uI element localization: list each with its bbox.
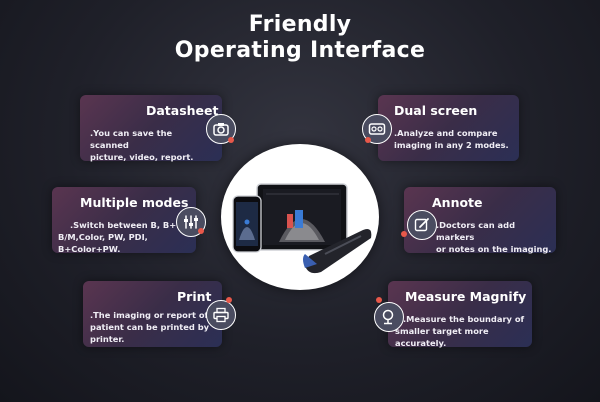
card-dual-screen-desc: .Analyze and compare imaging in any 2 mo… — [394, 127, 514, 151]
card-print-title: Print — [177, 289, 212, 304]
probe-illustration — [303, 229, 372, 274]
card-dual-screen-line-2: imaging in any 2 modes. — [394, 140, 509, 150]
card-annote-desc: .Doctors can add markers or notes on the… — [436, 219, 556, 255]
camera-icon — [206, 114, 236, 144]
card-annote: Annote .Doctors can add markers or notes… — [404, 187, 556, 255]
card-multiple-modes-line-2: B/M,Color, PW, PDI, B+Color+PW. — [58, 232, 148, 254]
card-print-desc: .The imaging or report of patient can be… — [90, 309, 218, 345]
page-title: Friendly Operating Interface — [0, 12, 600, 64]
card-multiple-modes-title: Multiple modes — [80, 195, 189, 210]
card-print: Print .The imaging or report of patient … — [83, 281, 222, 347]
card-annote-line-1: .Doctors can add markers — [436, 220, 516, 242]
card-datasheet-line-2: picture, video, report. — [90, 152, 194, 162]
card-annote-line-2: or notes on the imaging. — [436, 244, 552, 254]
dual-screen-icon — [362, 114, 392, 144]
card-dual-screen-title: Dual screen — [394, 103, 478, 118]
card-dual-screen: Dual screen .Analyze and compare imaging… — [378, 95, 519, 161]
card-measure-magnify-title: Measure Magnify — [405, 289, 527, 304]
pencil-icon — [407, 210, 437, 240]
accent-dot — [226, 297, 232, 303]
accent-dot — [198, 228, 204, 234]
card-measure-magnify: Measure Magnify .Measure the boundary of… — [388, 281, 532, 349]
accent-dot — [365, 137, 371, 143]
card-multiple-modes: Multiple modes .Switch between B, B+B, B… — [52, 187, 196, 255]
card-datasheet-title: Datasheet — [146, 103, 219, 118]
accent-dot — [401, 231, 407, 237]
card-measure-magnify-desc: .Measure the boundary of smaller target … — [395, 313, 532, 349]
card-multiple-modes-line-1: .Switch between B, B+B, — [70, 220, 186, 230]
card-print-line-1: .The imaging or report of — [90, 310, 209, 320]
accent-dot — [376, 297, 382, 303]
card-dual-screen-line-1: .Analyze and compare — [394, 128, 498, 138]
card-print-line-2: patient can be printed by — [90, 322, 210, 332]
title-line-2: Operating Interface — [174, 38, 426, 63]
magnifier-icon — [374, 302, 404, 332]
tablet-illustration — [256, 183, 348, 251]
printer-icon — [206, 300, 236, 330]
product-image — [221, 144, 379, 290]
title-line-1: Friendly — [248, 12, 352, 37]
accent-dot — [228, 137, 234, 143]
card-datasheet-line-1: .You can save the scanned — [90, 128, 173, 150]
card-measure-magnify-line-2: smaller target more accurately. — [395, 326, 489, 348]
card-datasheet: Datasheet .You can save the scanned pict… — [80, 95, 222, 163]
card-multiple-modes-desc: .Switch between B, B+B, B/M,Color, PW, P… — [58, 219, 196, 255]
phone-illustration — [232, 195, 262, 253]
card-print-line-3: printer. — [90, 334, 125, 344]
card-datasheet-desc: .You can save the scanned picture, video… — [90, 127, 210, 163]
card-measure-magnify-line-1: .Measure the boundary of — [403, 314, 525, 324]
card-annote-title: Annote — [432, 195, 483, 210]
